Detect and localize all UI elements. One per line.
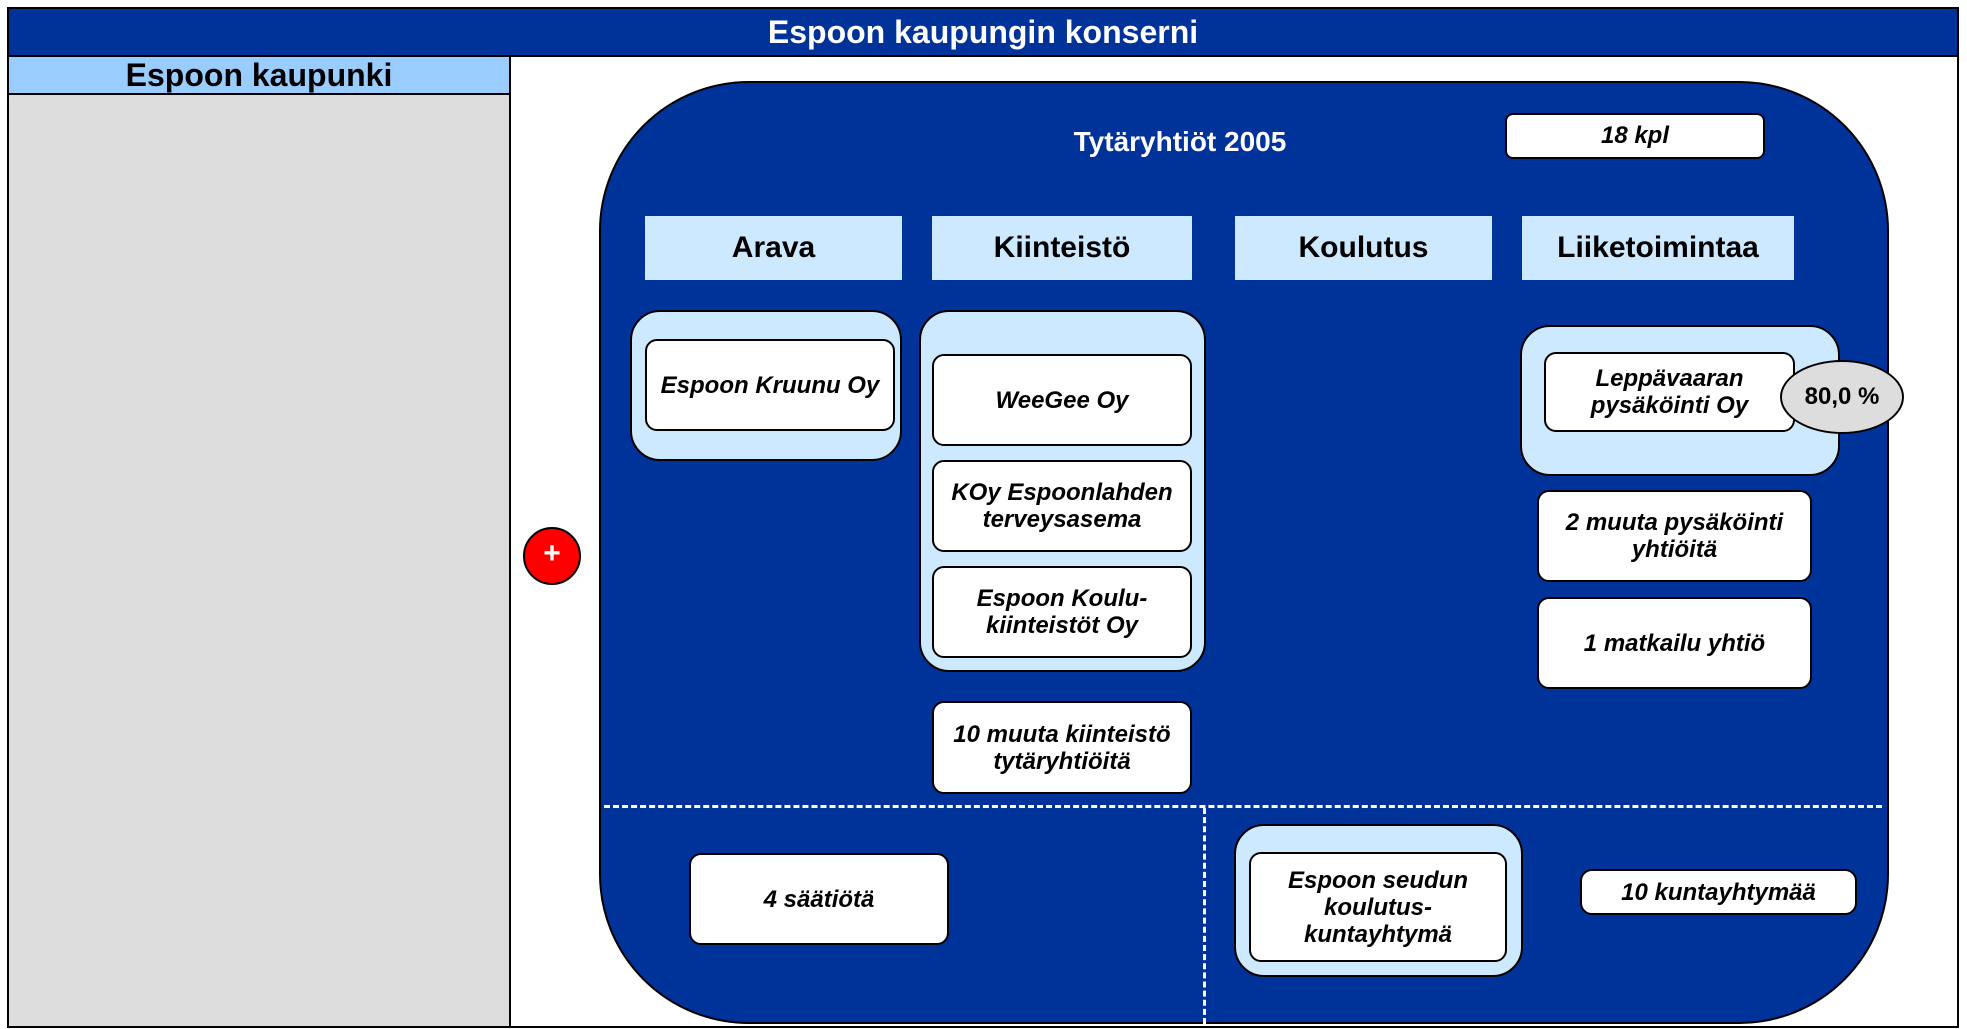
company-koy-espoonlahden-terveysasema: KOy Espoonlahden terveysasema [932,460,1192,552]
joint-municipal-authorities: 10 kuntayhtymää [1580,869,1857,915]
other-parking-companies: 2 muuta pysäköinti yhtiöitä [1537,490,1812,582]
company-espoon-koulukiinteistot: Espoon Koulu-kiinteistöt Oy [932,566,1192,658]
other-real-estate-subsidiaries: 10 muuta kiinteistö tytäryhtiöitä [932,701,1192,794]
section-divider-vertical [1203,808,1206,1024]
category-liiketoimintaa: Liiketoimintaa [1522,216,1794,280]
subsidiaries-count: 18 kpl [1505,113,1765,159]
foundations-box: 4 säätiötä [689,853,949,945]
category-arava: Arava [645,216,902,280]
left-column-title: Espoon kaupunki [7,55,511,95]
expand-plus-icon[interactable]: + [523,527,581,585]
section-divider-horizontal [604,805,1882,808]
category-kiinteisto: Kiinteistö [932,216,1192,280]
category-koulutus: Koulutus [1235,216,1492,280]
left-column-panel [7,93,511,1028]
subsidiaries-title: Tytäryhtiöt 2005 [1073,126,1287,157]
tourism-company: 1 matkailu yhtiö [1537,597,1812,689]
company-weegee: WeeGee Oy [932,354,1192,446]
company-espoon-kruunu: Espoon Kruunu Oy [645,339,895,431]
education-consortium: Espoon seudun koulutus-kuntayhtymä [1249,852,1507,962]
ownership-percentage: 80,0 % [1780,360,1904,434]
company-leppavaaran-pysakointi: Leppävaaran pysäköinti Oy [1544,352,1795,432]
page-title: Espoon kaupungin konserni [7,7,1959,57]
